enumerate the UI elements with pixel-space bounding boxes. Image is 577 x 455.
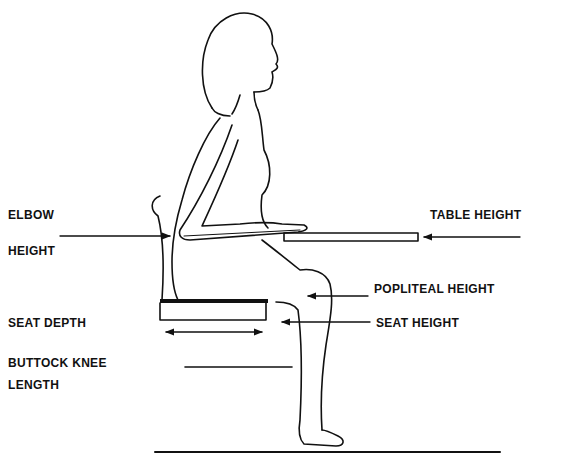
chair-seat-depth-bracket <box>160 303 266 320</box>
seat-depth-label: SEAT DEPTH <box>8 316 148 331</box>
neck <box>254 92 258 110</box>
table-top <box>284 233 418 241</box>
calf-foot <box>276 302 343 446</box>
table-height-arrow <box>424 236 520 237</box>
hair-end <box>212 108 230 116</box>
elbow-height-arrow <box>60 235 170 236</box>
neck-back <box>232 95 240 114</box>
elbow-height-line <box>184 230 300 236</box>
head-outline <box>202 13 277 108</box>
floor-line <box>155 451 500 453</box>
popliteal-height-arrow <box>308 295 368 296</box>
elbow-height-label: ELBOW HEIGHT <box>8 197 68 269</box>
chest-outline <box>258 110 270 228</box>
buttock-knee-line <box>185 366 292 368</box>
seat-height-arrow <box>282 321 370 322</box>
seat-depth-arrow <box>166 331 262 332</box>
table-height-label: TABLE HEIGHT <box>430 208 570 223</box>
arm <box>179 125 306 240</box>
back-outline <box>172 118 220 300</box>
buttock-knee-length-label: BUTTOCK KNEE LENGTH <box>8 352 118 396</box>
chair-back <box>152 196 163 300</box>
chair-seat <box>160 299 268 303</box>
seat-height-label: SEAT HEIGHT <box>376 316 526 331</box>
thigh-shin <box>262 240 332 430</box>
popliteal-height-label: POPLITEAL HEIGHT <box>374 282 564 297</box>
